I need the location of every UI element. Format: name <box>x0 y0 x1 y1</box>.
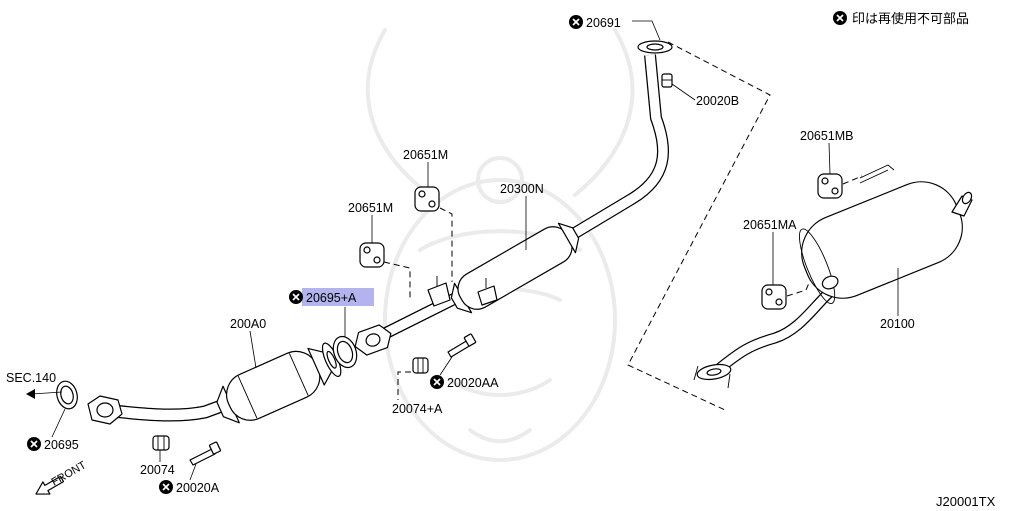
section-reference[interactable]: SEC.140 <box>6 371 63 399</box>
gasket-20695-a <box>332 335 358 369</box>
no-reuse-icon <box>27 437 41 451</box>
part-number[interactable]: 20020A <box>176 481 220 495</box>
rear-inlet-flange <box>693 363 732 389</box>
center-pipe <box>373 54 670 344</box>
part-number[interactable]: 20695 <box>44 438 79 452</box>
center-pipe-hanger-brackets <box>427 276 498 307</box>
part-number[interactable]: 20020AA <box>447 376 499 390</box>
front-pipe-flange <box>87 395 123 425</box>
rear-inlet-pipe <box>716 275 850 373</box>
part-label-20020b[interactable]: 20020B <box>696 94 739 108</box>
no-reuse-icon <box>569 15 583 29</box>
rubber-mount-20651ma <box>761 284 787 310</box>
front-arrow-icon <box>35 475 65 495</box>
rubber-mount-20651m-lower <box>359 242 385 268</box>
part-label-20300n[interactable]: 20300N <box>500 182 544 196</box>
no-reuse-icon <box>833 11 847 25</box>
nut-20074-a <box>412 357 429 374</box>
part-label-20651m-lower[interactable]: 20651M <box>348 201 393 215</box>
legend: 印は再使用不可部品 <box>833 11 969 27</box>
legend-text: 印は再使用不可部品 <box>852 11 969 27</box>
part-label-20695-a[interactable]: 20695+A <box>289 288 374 306</box>
bolt-20020a <box>189 441 222 466</box>
rear-flange-20691 <box>637 40 673 54</box>
gasket-20695 <box>56 380 78 410</box>
part-label-20691[interactable]: 20691 <box>569 15 621 30</box>
front-direction-indicator: FRONT <box>35 459 89 495</box>
part-label-20074[interactable]: 20074 <box>140 463 175 477</box>
no-reuse-icon <box>159 480 173 494</box>
section-arrow-line <box>31 391 63 395</box>
part-label-20651m-upper[interactable]: 20651M <box>403 148 448 162</box>
no-reuse-icon <box>430 375 444 389</box>
leader-lines <box>51 20 899 481</box>
left-arrow-icon <box>26 389 35 399</box>
rubber-mount-20651m-upper <box>414 186 440 212</box>
part-label-20651ma[interactable]: 20651MA <box>743 218 797 232</box>
section-reference-label[interactable]: SEC.140 <box>6 371 56 385</box>
part-number[interactable]: 20695+A <box>306 291 357 305</box>
muffler-hanger-rod <box>859 164 895 184</box>
part-label-20074-a[interactable]: 20074+A <box>392 402 443 416</box>
part-number[interactable]: 20691 <box>586 16 621 30</box>
part-label-20695[interactable]: 20695 <box>27 437 79 452</box>
no-reuse-icon <box>289 290 303 304</box>
center-pipe-front-flange <box>354 324 392 356</box>
part-label-20020aa[interactable]: 20020AA <box>430 375 499 390</box>
part-label-20100[interactable]: 20100 <box>880 317 915 331</box>
catalytic-converter <box>216 342 342 424</box>
selection-highlight <box>302 288 374 306</box>
nut-20074 <box>152 435 170 451</box>
rear-muffler <box>799 181 963 304</box>
bolt-20020aa <box>447 333 477 358</box>
front-label: FRONT <box>50 459 89 488</box>
diagram-code: J20001TX <box>936 494 996 509</box>
part-label-200a0[interactable]: 200A0 <box>230 317 266 331</box>
part-label-20651mb[interactable]: 20651MB <box>800 129 854 143</box>
part-label-20020a[interactable]: 20020A <box>159 480 220 495</box>
tailpipe <box>951 191 973 217</box>
watermark-logo <box>365 28 635 462</box>
rubber-mount-20651mb <box>817 173 843 199</box>
bolt-20020b <box>661 73 673 88</box>
